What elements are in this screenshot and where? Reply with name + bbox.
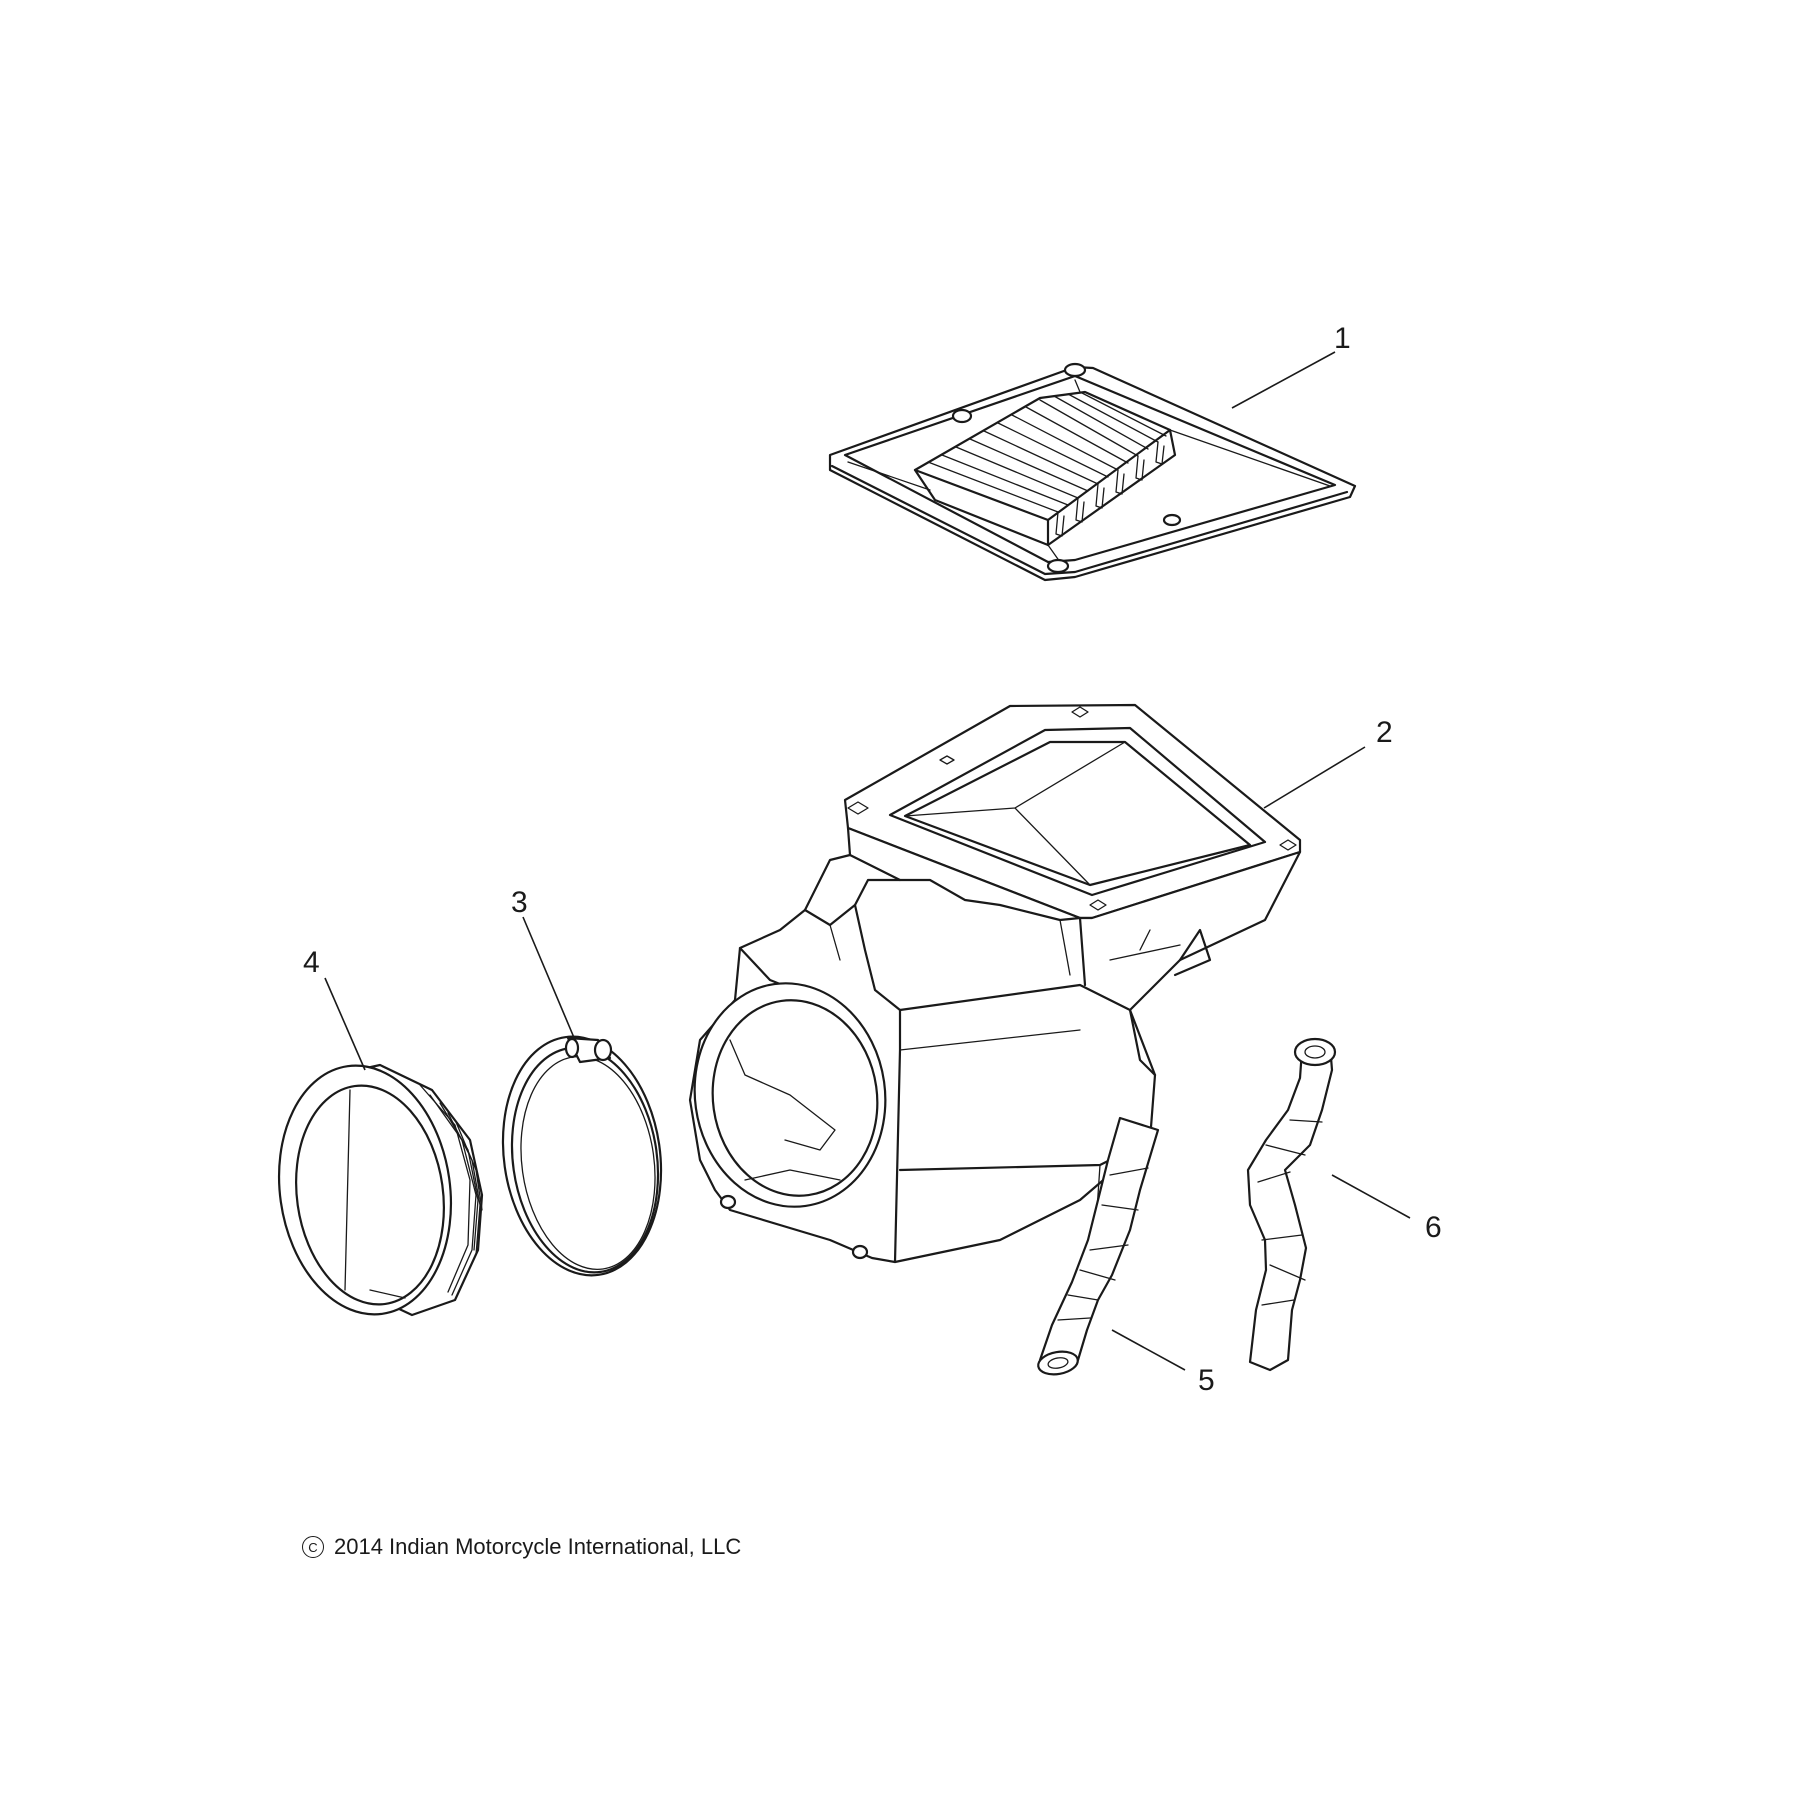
leader-line-4: [324, 977, 366, 1071]
copyright-text: 2014 Indian Motorcycle International, LL…: [334, 1534, 742, 1559]
callout-5: 5: [1198, 1364, 1215, 1397]
hose-clamp-part: [501, 1035, 663, 1277]
leader-line-6: [1331, 1174, 1411, 1219]
leader-lines: [324, 351, 1411, 1371]
callout-2: 2: [1376, 716, 1393, 749]
drain-hose-long-part: [1246, 1037, 1337, 1372]
intake-boot-part: [277, 1063, 484, 1317]
callout-6: 6: [1425, 1211, 1442, 1244]
copyright-icon: C: [302, 1536, 324, 1558]
leader-line-1: [1231, 351, 1336, 409]
airbox-housing-part: [688, 703, 1302, 1264]
callout-4: 4: [303, 946, 320, 979]
callout-labels: 1 2 3 4 5 6: [303, 322, 1442, 1397]
leader-line-3: [522, 916, 576, 1041]
air-filter-part: [828, 362, 1357, 582]
leader-line-5: [1111, 1329, 1186, 1371]
callout-3: 3: [511, 886, 528, 919]
callout-1: 1: [1334, 322, 1351, 355]
drain-hose-short-part: [1037, 1116, 1160, 1376]
copyright-notice: C 2014 Indian Motorcycle International, …: [302, 1534, 741, 1560]
leader-line-2: [1263, 746, 1366, 809]
